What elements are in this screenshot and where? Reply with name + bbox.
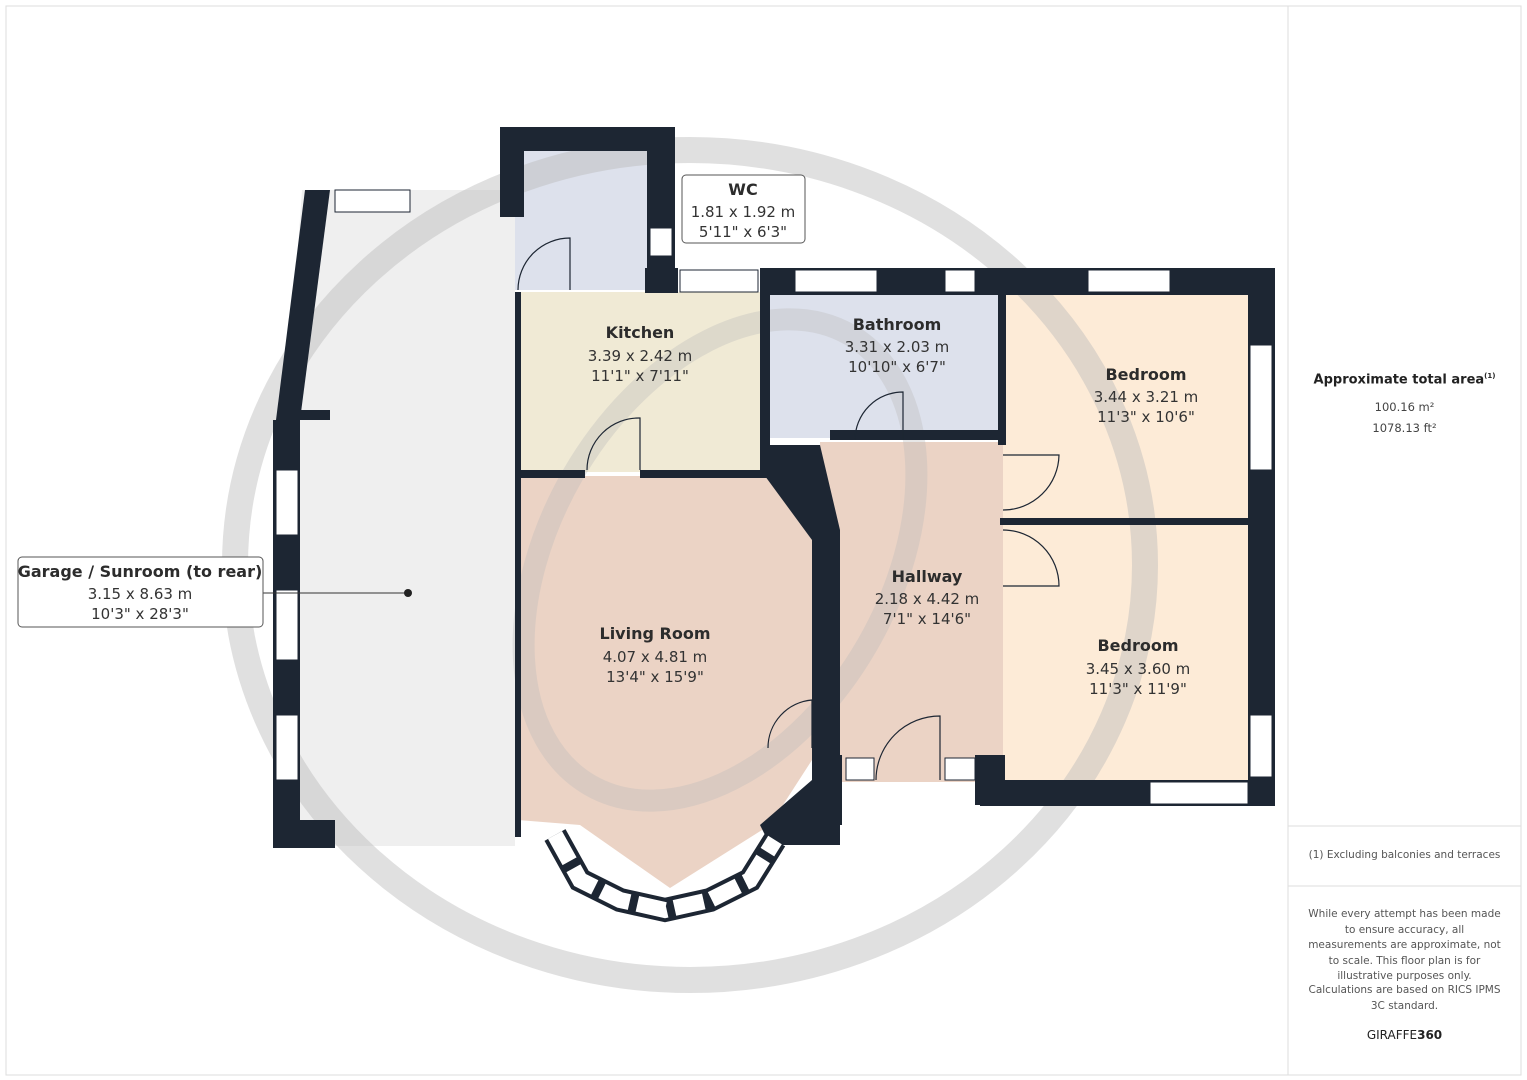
room-size-metric: 2.18 x 4.42 m [875,590,980,608]
room-label-bedroom-2: Bedroom 3.45 x 3.60 m 11'3" x 11'9" [1086,636,1191,698]
page-frame [5,5,1522,1076]
room-size-imperial: 7'1" x 14'6" [883,610,971,628]
room-label-garage: Garage / Sunroom (to rear) 3.15 x 8.63 m… [17,556,412,628]
room-name: Bedroom [1105,365,1186,384]
room-label-living-room: Living Room 4.07 x 4.81 m 13'4" x 15'9" [600,624,711,686]
room-size-metric: 3.39 x 2.42 m [588,347,693,365]
calculations-note: Calculations are based on RICS IPMS 3C s… [1308,984,1501,1012]
bathroom-floor [768,292,1000,438]
total-area-label: Approximate total area [1313,372,1485,388]
total-area-m2: 100.16 m² [1374,400,1435,414]
room-size-imperial: 11'3" x 10'6" [1097,408,1195,426]
room-size-imperial: 13'4" x 15'9" [606,668,704,686]
room-label-wc: WC 1.81 x 1.92 m 5'11" x 6'3" [681,174,806,244]
room-size-metric: 3.31 x 2.03 m [845,338,950,356]
room-name: Kitchen [606,323,675,342]
room-size-metric: 1.81 x 1.92 m [691,203,796,221]
brand-light: GIRAFFE [1366,1028,1418,1042]
room-size-metric: 3.45 x 3.60 m [1086,660,1191,678]
total-area-title: Approximate total area(1) [1289,372,1520,387]
garage-floor [276,190,515,846]
room-label-hallway: Hallway 2.18 x 4.42 m 7'1" x 14'6" [875,567,980,628]
total-area-ft2: 1078.13 ft² [1372,421,1437,435]
room-label-bedroom-1: Bedroom 3.44 x 3.21 m 11'3" x 10'6" [1094,365,1199,426]
footnote: (1) Excluding balconies and terraces [1308,849,1501,861]
room-name: Bedroom [1097,636,1178,655]
room-size-imperial: 10'3" x 28'3" [91,605,189,623]
room-name: Hallway [892,567,963,586]
hallway-floor [820,442,1003,782]
room-name: Garage / Sunroom (to rear) [18,562,263,581]
room-size-metric: 4.07 x 4.81 m [603,648,708,666]
room-size-metric: 3.44 x 3.21 m [1094,388,1199,406]
room-label-kitchen: Kitchen 3.39 x 2.42 m 11'1" x 7'11" [588,323,693,385]
brand-logo: GIRAFFE360 [1289,1028,1520,1042]
windows [275,189,1273,923]
brand-bold: 360 [1417,1028,1443,1042]
room-size-imperial: 11'3" x 11'9" [1089,680,1187,698]
room-label-bathroom: Bathroom 3.31 x 2.03 m 10'10" x 6'7" [845,315,950,376]
bedroom-1-floor [1003,292,1249,520]
room-name: Bathroom [853,315,942,334]
room-size-metric: 3.15 x 8.63 m [88,585,193,603]
footnote-mark: (1) [1484,372,1496,380]
disclaimer: While every attempt has been made to ens… [1308,908,1501,982]
room-size-imperial: 5'11" x 6'3" [699,223,787,241]
doors [517,237,1060,781]
room-size-imperial: 10'10" x 6'7" [848,358,946,376]
living-room-floor [518,476,812,888]
room-name: WC [728,180,757,199]
wc-floor [515,150,647,290]
room-size-imperial: 11'1" x 7'11" [591,367,689,385]
bedroom-2-floor [1003,523,1249,783]
kitchen-floor [515,292,763,472]
room-name: Living Room [600,624,711,643]
